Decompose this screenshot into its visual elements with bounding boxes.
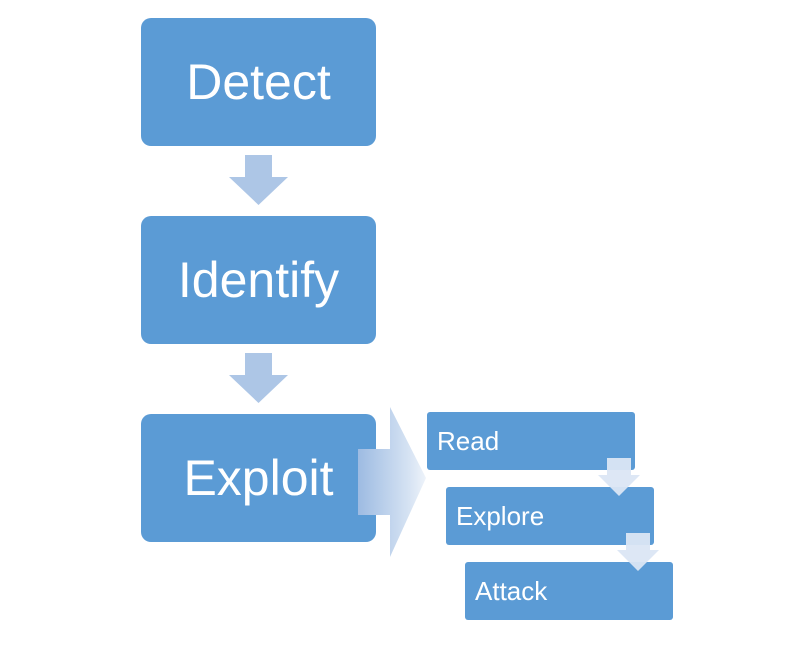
substep-read-label: Read [437, 425, 500, 456]
right-arrow-icon [358, 407, 426, 557]
step-detect-label: Detect [186, 54, 331, 110]
down-arrow-icon [617, 533, 659, 571]
step-exploit-label: Exploit [183, 450, 334, 506]
substep-attack-label: Attack [475, 575, 548, 606]
step-identify: Identify [141, 216, 376, 344]
down-arrow-icon [598, 458, 640, 496]
substep-read: Read [427, 412, 635, 470]
step-detect: Detect [141, 18, 376, 146]
down-arrow-icon [229, 353, 288, 403]
substep-explore: Explore [446, 487, 654, 545]
substep-attack: Attack [465, 562, 673, 620]
step-exploit: Exploit [141, 414, 376, 542]
step-identify-label: Identify [177, 252, 340, 308]
substep-explore-label: Explore [456, 500, 545, 531]
down-arrow-icon [229, 155, 288, 205]
